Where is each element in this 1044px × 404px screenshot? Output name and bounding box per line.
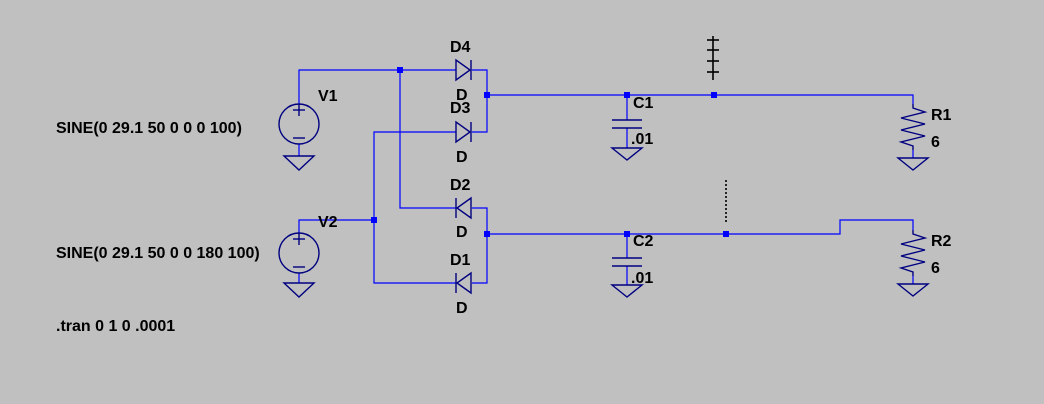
wires: [298, 69, 914, 285]
junction-node: [624, 231, 630, 237]
voltage-source-v1[interactable]: [278, 103, 320, 145]
wire-d4-out: [472, 69, 488, 133]
junction-node: [723, 231, 729, 237]
junction-node: [484, 92, 490, 98]
capacitor-c1-value: .01: [631, 131, 653, 148]
probe-marker-top: [707, 36, 719, 80]
ground-symbol: [610, 284, 644, 298]
diode-d2-model: D: [456, 224, 468, 241]
wire-d3-left: [373, 131, 456, 284]
voltage-source-v2[interactable]: [278, 232, 320, 274]
resistor-r1[interactable]: [898, 104, 928, 150]
source-v2-name: V2: [318, 214, 338, 231]
junction-node: [371, 217, 377, 223]
wire-top-bus: [487, 94, 914, 104]
source-v2-value: SINE(0 29.1 50 0 0 180 100): [56, 245, 260, 262]
diode-d1[interactable]: [455, 271, 472, 295]
diode-d1-name: D1: [450, 252, 471, 269]
wire-bottom-bus: [487, 219, 914, 235]
junction-node: [624, 92, 630, 98]
diode-d3[interactable]: [455, 120, 472, 144]
diode-d4-model: D: [456, 87, 468, 104]
ground-symbol: [896, 157, 930, 171]
capacitor-c2-value: .01: [631, 270, 653, 287]
capacitor-c2[interactable]: [612, 257, 642, 267]
source-v1-name: V1: [318, 88, 338, 105]
spice-directive[interactable]: .tran 0 1 0 .0001: [56, 318, 175, 335]
capacitor-c1-name: C1: [633, 95, 654, 112]
diode-d3-model: D: [456, 149, 468, 166]
wire-v2-top: [298, 219, 374, 233]
wire-v1-to-d2: [399, 70, 456, 209]
wire-d2-out: [472, 207, 488, 284]
resistor-r2-value: 6: [931, 260, 940, 277]
resistor-r2-name: R2: [931, 233, 952, 250]
capacitor-c1[interactable]: [612, 119, 642, 129]
ground-symbol: [282, 282, 316, 298]
resistor-r1-name: R1: [931, 107, 952, 124]
source-v1-value: SINE(0 29.1 50 0 0 0 100): [56, 120, 242, 137]
junction-node: [397, 67, 403, 73]
capacitor-c2-name: C2: [633, 233, 654, 250]
diode-d4-name: D4: [450, 39, 471, 56]
diode-d3-name: D3: [450, 100, 471, 117]
junctions: [371, 67, 729, 237]
diode-d4[interactable]: [455, 58, 472, 82]
ground-symbol: [610, 147, 644, 161]
diode-d1-model: D: [456, 300, 468, 317]
ground-symbol: [282, 155, 316, 171]
resistor-r2[interactable]: [898, 230, 928, 276]
ground-symbol: [896, 283, 930, 297]
resistor-r1-value: 6: [931, 134, 940, 151]
junction-node: [484, 231, 490, 237]
diode-d2-name: D2: [450, 177, 471, 194]
diode-d2[interactable]: [455, 196, 472, 220]
wire-v1-top: [298, 69, 456, 104]
junction-node: [711, 92, 717, 98]
